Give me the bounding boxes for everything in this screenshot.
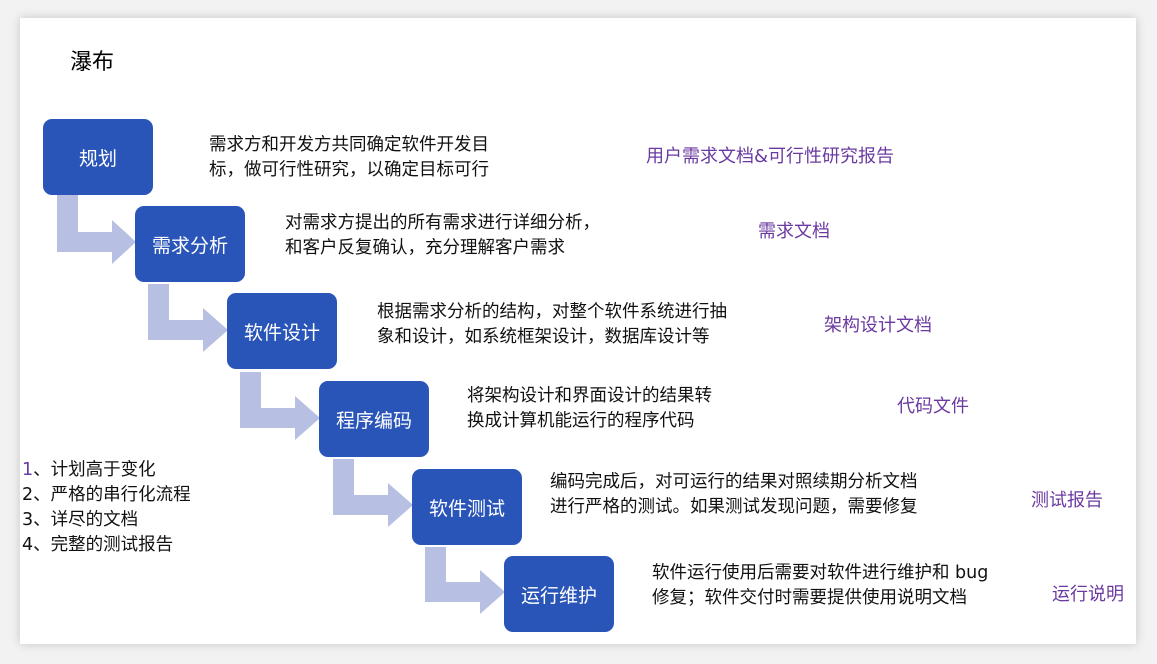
desc-line: 软件运行使用后需要对软件进行维护和 bug [652,563,989,583]
list-number: 4 [22,535,34,555]
list-item: 4、完整的测试报告 [22,533,191,558]
phase-box-planning: 规划 [43,119,153,195]
desc-line: 需求方和开发方共同确定软件开发目 [209,135,489,155]
desc-line: 修复；软件交付时需要提供使用说明文档 [652,588,967,608]
list-item: 3、详尽的文档 [22,508,191,533]
characteristics-list: 1、计划高于变化 2、严格的串行化流程 3、详尽的文档 4、完整的测试报告 [22,458,191,558]
list-number: 1 [22,460,34,480]
phase-desc-design: 根据需求分析的结构，对整个软件系统进行抽 象和设计，如系统框架设计，数据库设计等 [377,300,727,350]
page-title: 瀑布 [70,50,115,75]
list-number: 2 [22,485,34,505]
list-text: 、完整的测试报告 [33,535,174,555]
phase-doc-planning: 用户需求文档&可行性研究报告 [646,146,895,167]
phase-box-requirements: 需求分析 [135,206,245,282]
desc-line: 编码完成后，对可运行的结果对照续期分析文档 [550,472,918,492]
list-text: 、计划高于变化 [33,460,156,480]
list-item: 2、严格的串行化流程 [22,483,191,508]
desc-line: 象和设计，如系统框架设计，数据库设计等 [377,327,710,347]
phase-doc-coding: 代码文件 [897,396,969,417]
desc-line: 将架构设计和界面设计的结果转 [467,386,712,406]
desc-line: 标，做可行性研究，以确定目标可行 [209,160,489,180]
phase-box-testing: 软件测试 [412,469,522,545]
phase-desc-requirements: 对需求方提出的所有需求进行详细分析， 和客户反复确认，充分理解客户需求 [285,211,600,261]
phase-doc-testing: 测试报告 [1031,490,1103,511]
desc-line: 换成计算机能运行的程序代码 [467,411,695,431]
phase-box-design: 软件设计 [227,293,337,369]
desc-line: 根据需求分析的结构，对整个软件系统进行抽 [377,302,727,322]
phase-desc-testing: 编码完成后，对可运行的结果对照续期分析文档 进行严格的测试。如果测试发现问题，需… [550,470,918,520]
phase-desc-planning: 需求方和开发方共同确定软件开发目 标，做可行性研究，以确定目标可行 [209,133,489,183]
desc-line: 进行严格的测试。如果测试发现问题，需要修复 [550,497,918,517]
desc-line: 对需求方提出的所有需求进行详细分析， [285,213,600,233]
phase-box-maintenance: 运行维护 [504,556,614,632]
phase-doc-design: 架构设计文档 [824,315,932,336]
phase-box-coding: 程序编码 [319,381,429,457]
phase-desc-maintenance: 软件运行使用后需要对软件进行维护和 bug 修复；软件交付时需要提供使用说明文档 [652,561,988,611]
phase-doc-maintenance: 运行说明 [1052,584,1124,605]
phase-doc-requirements: 需求文档 [758,221,830,242]
list-number: 3 [22,510,34,530]
list-item: 1、计划高于变化 [22,458,191,483]
phase-desc-coding: 将架构设计和界面设计的结果转 换成计算机能运行的程序代码 [467,384,712,434]
desc-line: 和客户反复确认，充分理解客户需求 [285,238,565,258]
list-text: 、严格的串行化流程 [33,485,191,505]
list-text: 、详尽的文档 [33,510,139,530]
